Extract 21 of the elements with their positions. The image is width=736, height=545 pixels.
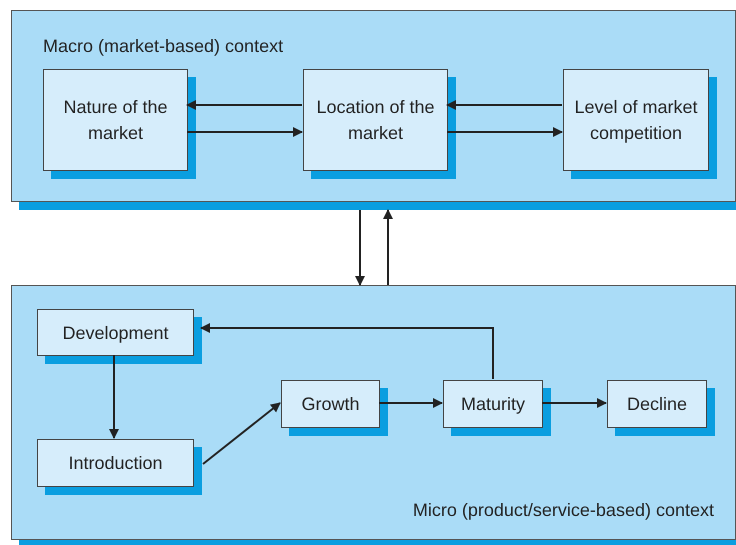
arrow xyxy=(109,355,119,439)
panel-title: Macro (market-based) context xyxy=(43,35,284,58)
arrow xyxy=(202,402,281,465)
stage-label: Growth xyxy=(301,393,360,416)
stage-label: Nature of the market xyxy=(62,96,169,145)
panel-title: Micro (product/service-based) context xyxy=(412,499,714,522)
stage-label: Decline xyxy=(626,393,688,416)
arrow xyxy=(447,127,563,137)
arrow xyxy=(355,210,365,286)
stage-label: Introduction xyxy=(68,452,163,475)
arrow xyxy=(187,127,303,137)
arrow xyxy=(379,398,443,408)
arrow xyxy=(186,100,302,110)
stage-label: Maturity xyxy=(460,393,525,416)
stage-label: Level of market competition xyxy=(573,96,699,145)
arrow xyxy=(200,323,494,379)
arrow xyxy=(383,209,393,285)
arrow xyxy=(542,398,607,408)
stage-label: Development xyxy=(62,322,169,345)
stage-label: Location of the market xyxy=(315,96,436,145)
arrow xyxy=(446,100,562,110)
